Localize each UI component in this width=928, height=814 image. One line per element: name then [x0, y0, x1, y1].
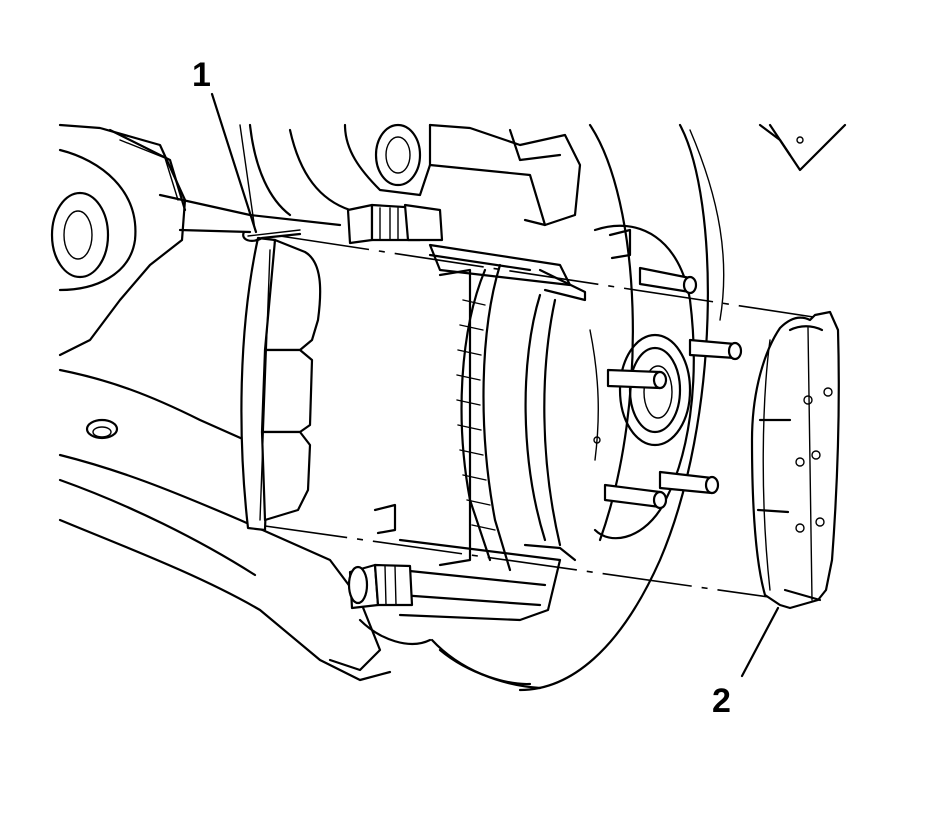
caliper-bracket-top: [248, 123, 587, 302]
callout-1: 1: [192, 56, 258, 234]
callout-2-label: 2: [712, 682, 731, 720]
outer-brake-pad: [750, 310, 840, 610]
callout-1-label: 1: [192, 56, 211, 94]
callout-2: 2: [712, 606, 780, 720]
brake-rotor: [430, 123, 847, 692]
inner-brake-pad: [240, 229, 322, 532]
caliper-bracket-bottom: [347, 503, 577, 645]
wheel-hub: [589, 224, 743, 540]
control-arm: [50, 123, 392, 682]
alignment-lines: [257, 235, 821, 601]
